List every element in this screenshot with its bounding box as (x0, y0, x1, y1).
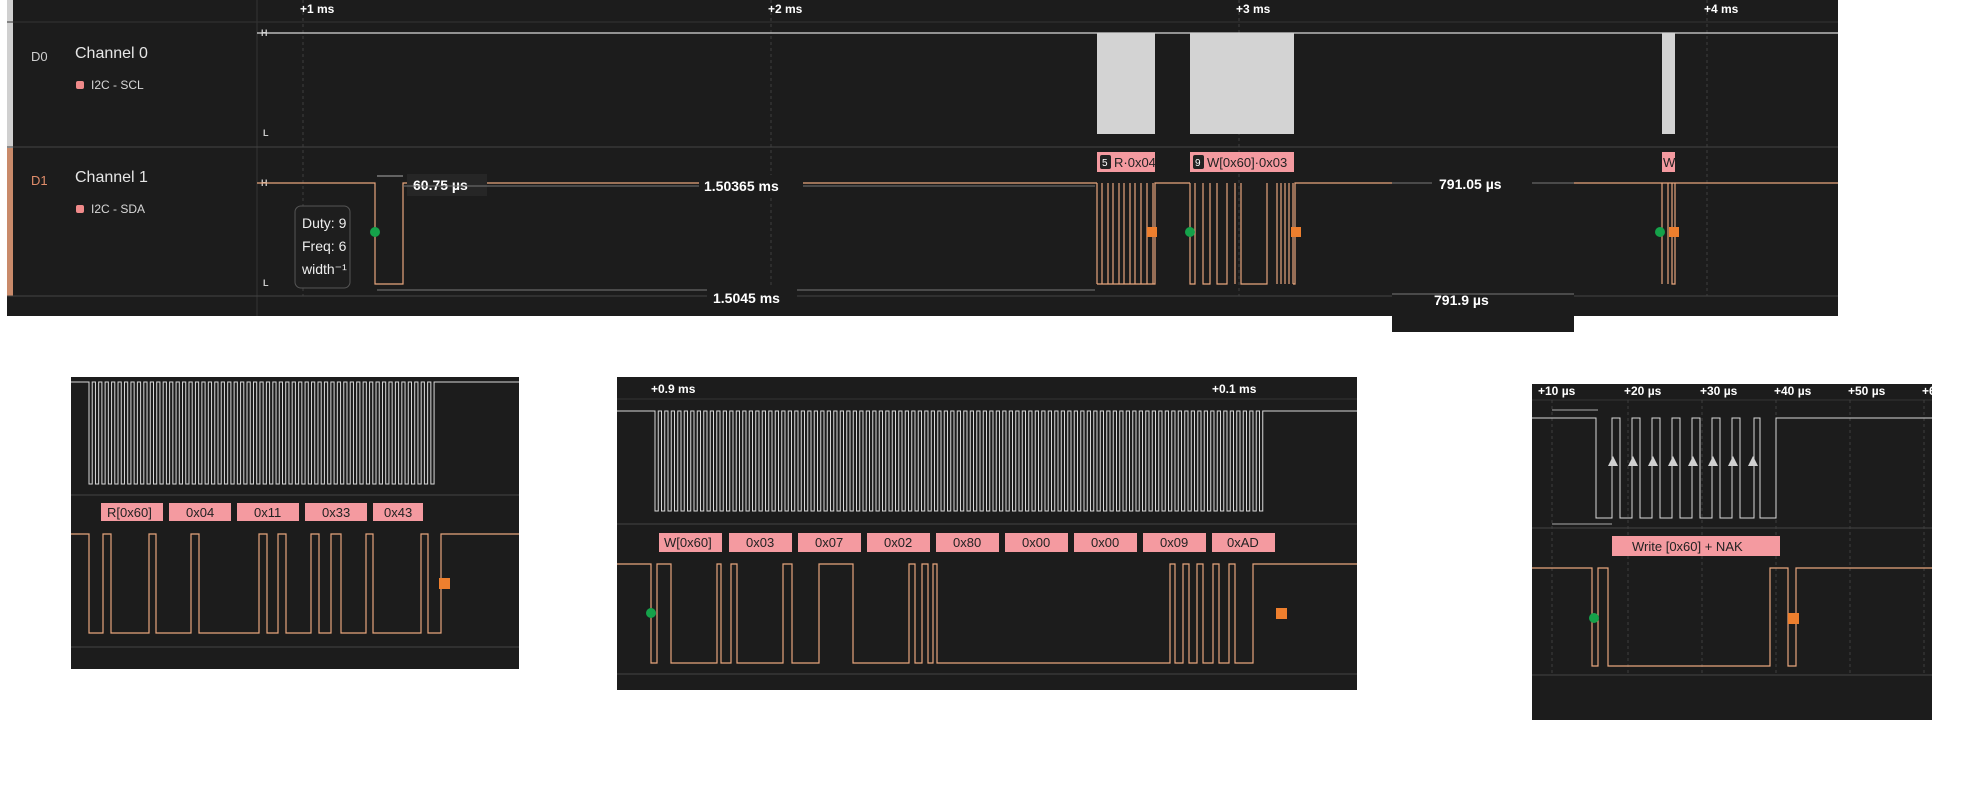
svg-text:5: 5 (1102, 158, 1108, 169)
scl-burst[interactable] (1662, 33, 1675, 134)
right-measurement[interactable]: 791.05 µs (1392, 172, 1574, 198)
sda-trace (71, 533, 519, 634)
svg-text:9: 9 (1195, 158, 1201, 169)
channel-row-d1[interactable]: D1 Channel 1 I2C - SDA (7, 148, 257, 296)
time-tick-label: +4 ms (1704, 2, 1739, 16)
svg-text:W: W (1663, 155, 1676, 170)
time-tick-label: +0.1 ms (1212, 382, 1257, 396)
svg-text:0xAD: 0xAD (1227, 535, 1259, 550)
gap-measurement[interactable]: 1.50365 ms (403, 175, 1095, 197)
channel-color-stripe (7, 0, 13, 148)
svg-text:0x04: 0x04 (186, 505, 214, 520)
scl-trace (1532, 417, 1932, 519)
scl-burst[interactable] (1190, 33, 1294, 134)
channel-name[interactable]: Channel 0 (75, 45, 148, 62)
gap-measurement[interactable]: 1.5045 ms (377, 288, 1095, 308)
svg-text:791.05 µs: 791.05 µs (1439, 176, 1502, 192)
zoom-view-read[interactable]: R[0x60] 0x04 0x11 0x33 0x43 (71, 377, 519, 669)
time-tick-label: +20 µs (1624, 384, 1662, 398)
svg-text:W[0x60]: W[0x60] (664, 535, 712, 550)
decode-bubble[interactable]: Write [0x60] + NAK (1612, 536, 1780, 556)
time-tick-label: +6 (1922, 384, 1932, 398)
sda-trace (1532, 567, 1932, 667)
channel-name[interactable]: Channel 1 (75, 169, 148, 186)
svg-text:0x00: 0x00 (1022, 535, 1050, 550)
level-low-label: L (263, 278, 269, 288)
zoom-view-nak[interactable]: +10 µs +20 µs +30 µs +40 µs +50 µs +6 (1532, 384, 1932, 720)
decode-bubble[interactable]: 9 W[0x60]·0x03 (1190, 152, 1294, 172)
clock-edge-markers (1608, 456, 1758, 466)
time-tick-label: +3 ms (1236, 2, 1271, 16)
svg-text:R[0x60]: R[0x60] (107, 505, 152, 520)
stop-marker[interactable] (1669, 227, 1679, 237)
decode-bubble[interactable]: W (1662, 152, 1676, 172)
svg-text:0x00: 0x00 (1091, 535, 1119, 550)
svg-text:W[0x60]·0x03: W[0x60]·0x03 (1207, 155, 1287, 170)
scl-burst[interactable] (1097, 33, 1155, 134)
start-marker[interactable] (646, 608, 656, 618)
start-marker[interactable] (1589, 613, 1599, 623)
stop-marker[interactable] (1276, 608, 1287, 619)
svg-text:0x80: 0x80 (953, 535, 981, 550)
svg-text:Write [0x60] + NAK: Write [0x60] + NAK (1632, 539, 1743, 554)
analyzer-label[interactable]: I2C - SCL (91, 78, 144, 92)
svg-text:0x07: 0x07 (815, 535, 843, 550)
decode-bubble[interactable]: 5 R·0x04 (1097, 152, 1156, 172)
channel-color-stripe (7, 148, 13, 296)
measurement-overflow[interactable]: 791.9 µs (1392, 288, 1574, 332)
stop-marker[interactable] (439, 578, 450, 589)
svg-text:Freq: 6: Freq: 6 (302, 238, 347, 254)
scl-trace (71, 381, 519, 485)
scl-trace (617, 410, 1357, 512)
stop-marker[interactable] (1147, 227, 1157, 237)
time-tick-label: +50 µs (1848, 384, 1886, 398)
time-tick-label: +1 ms (300, 2, 335, 16)
waveform-canvas[interactable]: +1 ms +2 ms +3 ms +4 ms H L H L (7, 0, 1838, 316)
level-low-label: L (263, 128, 269, 138)
svg-text:0x33: 0x33 (322, 505, 350, 520)
capture-view: D0 Channel 0 I2C - SCL D1 Channel 1 I2C … (7, 0, 1838, 316)
time-tick-label: +10 µs (1538, 384, 1576, 398)
analyzer-color-icon (76, 205, 84, 213)
time-tick-label: +0.9 ms (651, 382, 696, 396)
analyzer-label[interactable]: I2C - SDA (91, 202, 146, 216)
svg-text:1.5045 ms: 1.5045 ms (713, 290, 780, 306)
pulse-width-measurement[interactable]: 60.75 µs (377, 174, 487, 196)
svg-text:0x43: 0x43 (384, 505, 412, 520)
analyzer-color-icon (76, 81, 84, 89)
svg-text:0x03: 0x03 (746, 535, 774, 550)
time-ruler[interactable]: +1 ms +2 ms +3 ms +4 ms (300, 0, 1739, 296)
sda-trace (617, 563, 1357, 664)
sda-trace (257, 182, 1838, 285)
svg-text:Duty: 9: Duty: 9 (302, 215, 347, 231)
stop-marker[interactable] (1788, 613, 1799, 624)
measurement-label: 791.9 µs (1434, 292, 1489, 308)
zoom-view-write[interactable]: +0.9 ms +0.1 ms W[0x60] 0x03 0x07 0x02 0… (617, 377, 1357, 690)
start-marker[interactable] (1655, 227, 1665, 237)
channel-row-d0[interactable]: D0 Channel 0 I2C - SCL (7, 0, 257, 148)
start-marker[interactable] (1185, 227, 1195, 237)
time-tick-label: +40 µs (1774, 384, 1812, 398)
svg-text:0x11: 0x11 (254, 505, 281, 520)
measurement-tooltip: Duty: 9 Freq: 6 width⁻¹ (294, 205, 351, 289)
time-tick-label: +2 ms (768, 2, 803, 16)
decode-row[interactable]: R[0x60] 0x04 0x11 0x33 0x43 (101, 503, 423, 521)
channel-id: D0 (31, 49, 48, 64)
stop-marker[interactable] (1291, 227, 1301, 237)
channel-id: D1 (31, 173, 48, 188)
svg-text:0x02: 0x02 (884, 535, 912, 550)
svg-text:width⁻¹: width⁻¹ (301, 261, 347, 277)
svg-text:1.50365 ms: 1.50365 ms (704, 178, 779, 194)
time-tick-label: +30 µs (1700, 384, 1738, 398)
svg-text:R·0x04: R·0x04 (1114, 155, 1156, 170)
svg-text:0x09: 0x09 (1160, 535, 1188, 550)
start-marker[interactable] (370, 227, 380, 237)
decode-row[interactable]: W[0x60] 0x03 0x07 0x02 0x80 0x00 0x00 0x… (659, 533, 1275, 552)
svg-text:60.75 µs: 60.75 µs (413, 177, 468, 193)
